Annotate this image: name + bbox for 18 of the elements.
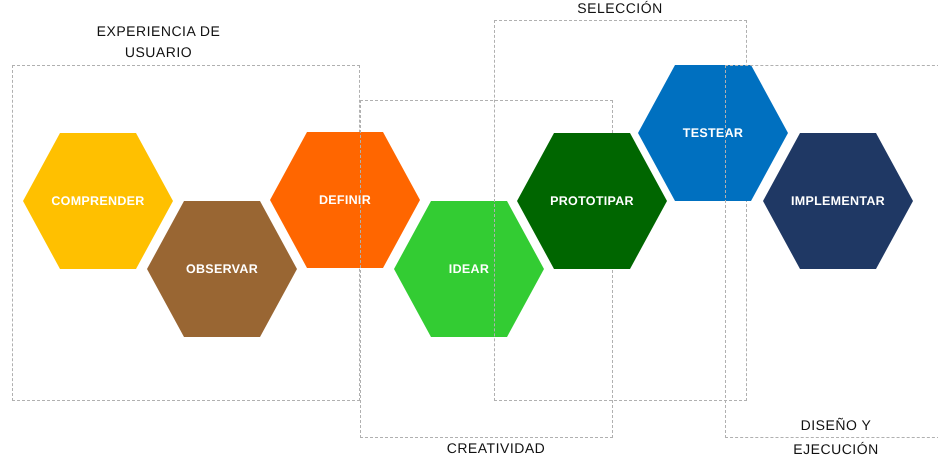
- step-label: PROTOTIPAR: [549, 194, 635, 208]
- group-label: DISEÑO Y EJECUCIÓN: [792, 416, 880, 459]
- step-label: IMPLEMENTAR: [790, 194, 886, 208]
- step-label: IDEAR: [448, 262, 490, 276]
- hexagon-shape: [270, 132, 420, 268]
- group-label: EXPERIENCIA DE USUARIO: [96, 22, 222, 62]
- hexagon-shape: [147, 201, 297, 337]
- hexagon-shape: [394, 201, 544, 337]
- step-label: OBSERVAR: [184, 262, 260, 276]
- hexagon-shape: [638, 65, 788, 201]
- hexagon-shape: [517, 133, 667, 269]
- step-label: TESTEAR: [682, 126, 744, 140]
- group-label: SELECCIÓN: [576, 0, 664, 18]
- hexagon-shape: [763, 133, 913, 269]
- group-label: CREATIVIDAD: [446, 439, 546, 458]
- hexagon-shape: [23, 133, 173, 269]
- step-label: DEFINIR: [318, 193, 372, 207]
- step-label: COMPRENDER: [50, 194, 146, 208]
